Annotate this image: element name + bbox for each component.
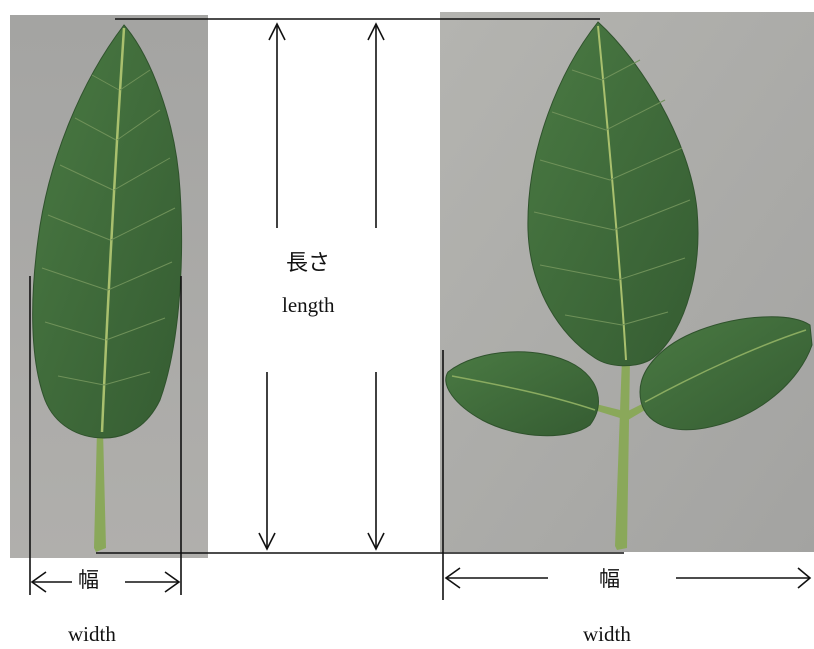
right-width-label-en: width	[583, 624, 631, 645]
left-leaf-photo	[10, 15, 208, 558]
length-label-en: length	[282, 295, 335, 316]
right-width-label-ja: 幅	[599, 569, 620, 590]
length-label-ja: 長さ	[286, 252, 330, 274]
right-leaf-photo	[440, 12, 814, 552]
left-width-label-ja: 幅	[78, 570, 99, 591]
left-width-label-en: width	[68, 624, 116, 645]
